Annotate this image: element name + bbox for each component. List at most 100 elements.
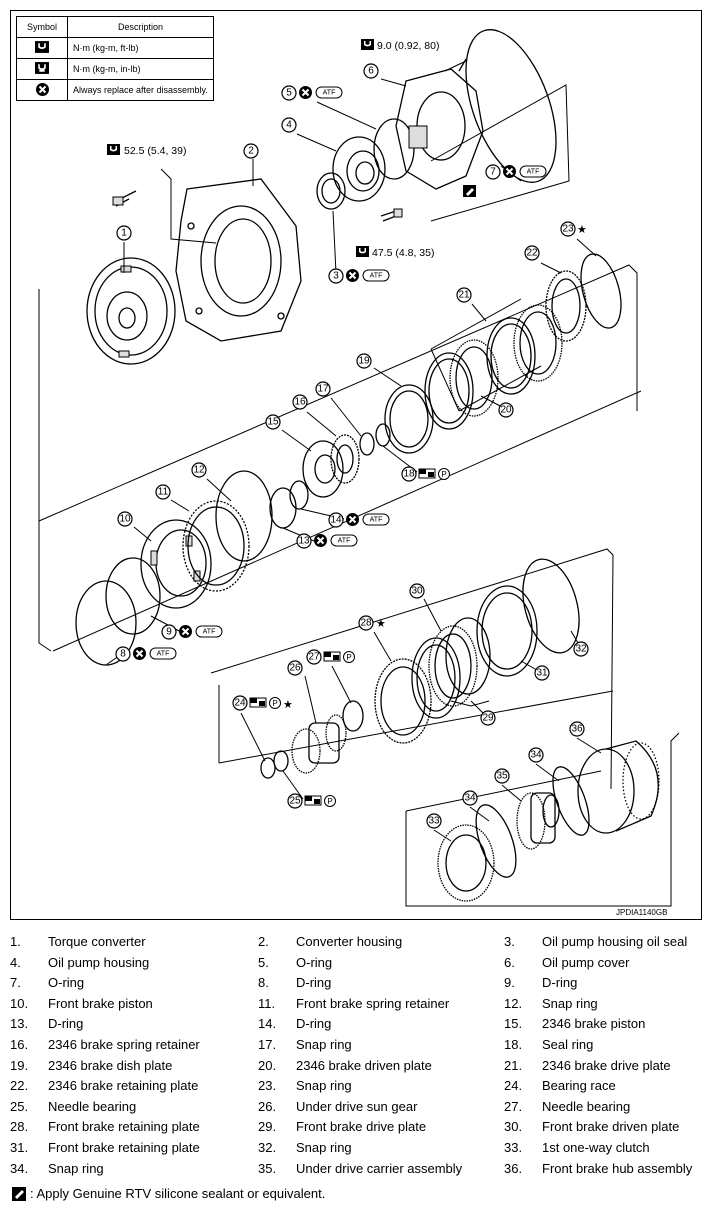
svg-text:24: 24: [234, 698, 246, 709]
callout-4: 4: [281, 117, 297, 133]
callout-27: 27: [306, 649, 322, 665]
part-number: 31.: [10, 1139, 29, 1155]
diagram-drawing: P: [38, 29, 680, 917]
part-number: 25.: [10, 1098, 29, 1114]
part-name: 2346 brake retaining plate: [48, 1078, 199, 1094]
part-number: 3.: [504, 934, 515, 949]
part-name: Torque converter: [48, 934, 146, 949]
part-front-brake-drive-driven-plates: [411, 617, 491, 719]
part-name: 2346 brake dish plate: [48, 1057, 173, 1073]
legend-header-symbol: Symbol: [16, 16, 68, 38]
callout-19: 19: [356, 353, 372, 369]
part-name: Oil pump cover: [542, 954, 630, 970]
part-name: Oil pump housing oil seal: [542, 934, 688, 949]
part-number: 4.: [10, 954, 21, 970]
svg-text:4: 4: [286, 120, 292, 131]
part-under-drive-carrier-assembly: [516, 792, 560, 850]
part-number: 32.: [258, 1139, 277, 1155]
reference-code: JPDIA1140GB: [616, 908, 667, 917]
part-converter-housing: [112, 178, 302, 342]
callout-22: 22: [524, 245, 540, 261]
svg-text:7: 7: [490, 167, 496, 178]
svg-text:16: 16: [294, 397, 306, 408]
svg-text:33: 33: [428, 816, 440, 827]
part-name: D-ring: [296, 1016, 332, 1032]
badge-group-27: [323, 651, 355, 663]
part-name: Front brake drive plate: [296, 1119, 427, 1135]
svg-text:29: 29: [482, 713, 494, 724]
part-name: D-ring: [542, 975, 578, 991]
part-number: 22.: [10, 1078, 29, 1094]
part-number: 29.: [258, 1119, 277, 1135]
footer-note: : Apply Genuine RTV silicone sealant or …: [12, 1186, 325, 1201]
callout-20: 20: [498, 402, 514, 418]
part-number: 34.: [10, 1160, 29, 1176]
svg-text:1: 1: [121, 228, 127, 239]
svg-text:18: 18: [403, 469, 415, 480]
part-snap-ring-34a: [475, 804, 517, 878]
callout-36: 36: [569, 721, 585, 737]
part-name: Converter housing: [296, 934, 403, 949]
part-name: Front brake driven plate: [542, 1119, 680, 1135]
part-name: D-ring: [296, 975, 332, 991]
callout-34b: 34: [528, 747, 544, 763]
part-number: 27.: [504, 1098, 523, 1114]
svg-text:ATF: ATF: [370, 517, 383, 524]
part-name: Needle bearing: [48, 1098, 137, 1114]
callout-9: 9: [161, 624, 177, 640]
part-d-ring-13: [269, 487, 297, 529]
svg-text:ATF: ATF: [370, 273, 383, 280]
callout-17: 17: [315, 381, 331, 397]
part-name: 2346 brake driven plate: [296, 1057, 432, 1073]
part-number: 6.: [504, 954, 515, 970]
callout-8: 8: [115, 646, 131, 662]
callout-12: 12: [191, 462, 207, 478]
svg-text:22: 22: [526, 248, 538, 259]
svg-text:9.0 (0.92, 80): 9.0 (0.92, 80): [377, 40, 439, 52]
part-name: Under drive sun gear: [296, 1098, 418, 1114]
part-name: Snap ring: [296, 1139, 352, 1155]
sealant-note-icon: [12, 1186, 26, 1201]
callout-16: 16: [292, 394, 308, 410]
part-number: 36.: [504, 1160, 523, 1176]
star-23: ★: [577, 224, 587, 236]
badge-group-25: [304, 795, 336, 807]
badge-group-24: ★: [249, 697, 293, 711]
callout-28: 28: [358, 615, 374, 631]
legend-row-3-text: Always replace after disassembly.: [67, 79, 214, 101]
part-name: Snap ring: [48, 1160, 104, 1176]
part-number: 8.: [258, 975, 269, 991]
part-number: 15.: [504, 1016, 523, 1032]
part-number: 18.: [504, 1036, 523, 1052]
legend-header-description: Description: [67, 16, 214, 38]
svg-text:14: 14: [330, 515, 342, 526]
svg-text:26: 26: [289, 663, 301, 674]
svg-text:10: 10: [119, 514, 131, 525]
callout-24: 24: [232, 695, 248, 711]
badge-group-13: ATF: [313, 533, 358, 548]
svg-text:13: 13: [298, 536, 310, 547]
part-number: 14.: [258, 1016, 277, 1032]
part-front-brake-piston: [140, 519, 212, 609]
torque-label-converter-housing: 52.5 (5.4, 39): [107, 144, 186, 157]
part-name: Needle bearing: [542, 1098, 631, 1114]
callout-13: 13: [296, 533, 312, 549]
part-number: 23.: [258, 1078, 277, 1094]
part-snap-ring-32: [522, 558, 580, 654]
callout-1: 1: [116, 225, 132, 241]
callout-32: 32: [573, 641, 589, 657]
part-name: O-ring: [296, 954, 333, 970]
badge-group-5: ATF: [298, 85, 343, 100]
svg-text:19: 19: [358, 356, 370, 367]
part-number: 10.: [10, 995, 29, 1011]
callout-15: 15: [265, 414, 281, 430]
